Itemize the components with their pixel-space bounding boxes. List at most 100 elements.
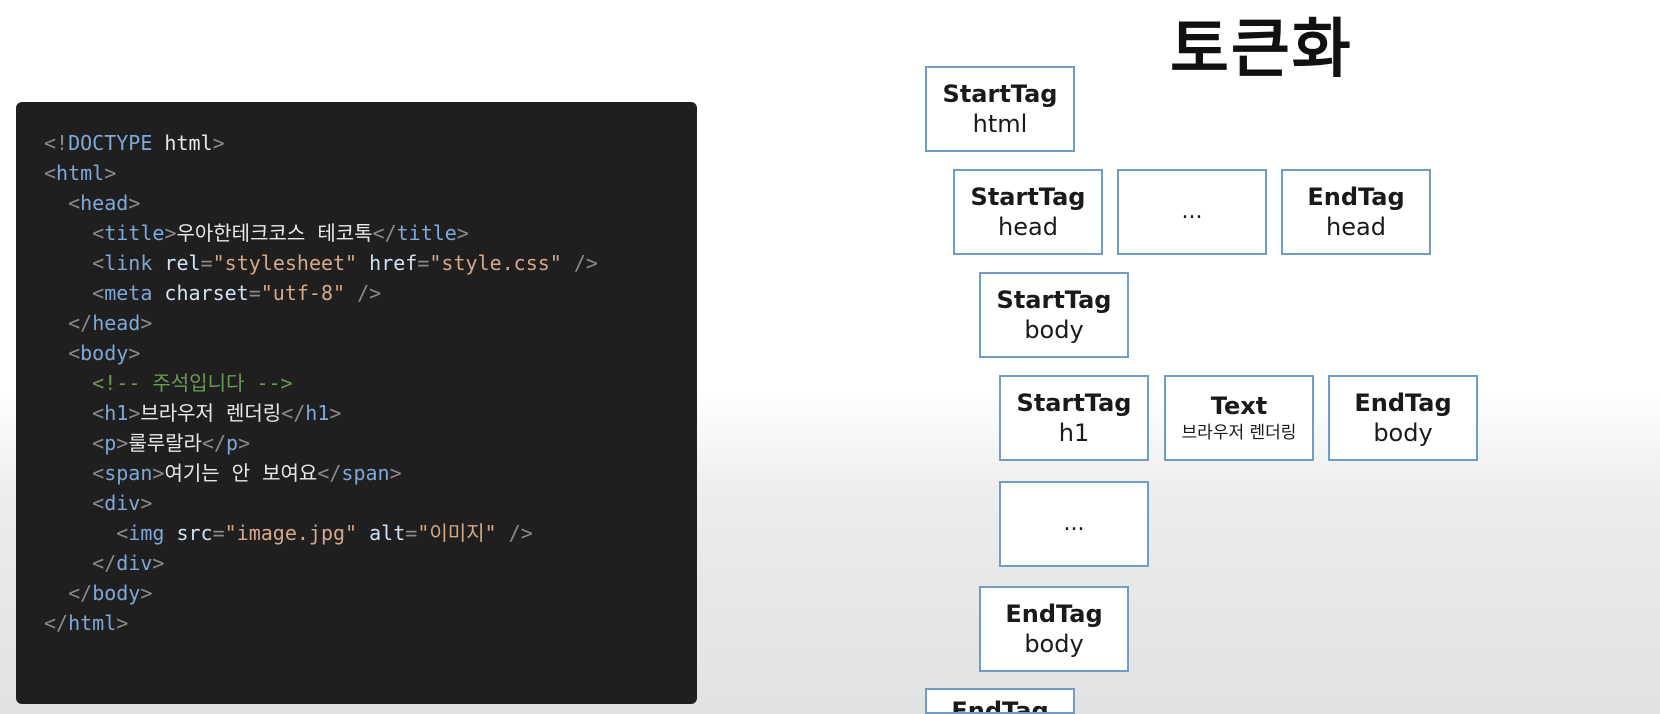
code-token: =	[248, 281, 261, 305]
token-kind: StartTag	[1016, 389, 1132, 417]
token-endtag-body: EndTag body	[979, 586, 1129, 672]
code-token: >	[329, 401, 342, 425]
code-token: "이미지"	[417, 521, 497, 545]
code-token	[44, 221, 92, 245]
code-token: 브라우저 렌더링	[140, 401, 282, 425]
token-kind: ...	[1181, 199, 1203, 224]
code-token: >	[116, 431, 129, 455]
code-token: charset	[152, 281, 249, 305]
token-value: head	[998, 213, 1058, 241]
token-value: body	[1373, 419, 1433, 447]
code-token: html	[56, 161, 105, 185]
code-line: </body>	[44, 578, 598, 608]
code-token: />	[496, 521, 533, 545]
code-line: <title>우아한테크코스 테코톡</title>	[44, 218, 598, 248]
token-kind: ...	[1063, 511, 1085, 536]
token-starttag-body: StartTag body	[979, 272, 1129, 358]
code-panel: <!DOCTYPE html><html> <head> <title>우아한테…	[16, 102, 697, 704]
code-token	[44, 431, 92, 455]
token-value: 브라우저 렌더링	[1181, 423, 1297, 443]
code-token: </	[68, 581, 93, 605]
token-kind: EndTag	[1307, 183, 1405, 211]
code-token: head	[80, 191, 129, 215]
code-line: <span>여기는 안 보여요</span>	[44, 458, 598, 488]
token-starttag-h1: StartTag h1	[999, 375, 1149, 461]
code-token: div	[104, 491, 141, 515]
code-token	[44, 341, 68, 365]
code-token: >	[212, 131, 225, 155]
code-line: <!DOCTYPE html>	[44, 128, 598, 158]
code-token: />	[345, 281, 382, 305]
token-endtag-body: EndTag body	[1328, 375, 1478, 461]
code-token: href	[357, 251, 418, 275]
code-line: <!-- 주석입니다 -->	[44, 368, 598, 398]
diagram-title: 토큰화	[1170, 13, 1353, 87]
code-token	[44, 461, 92, 485]
code-token: <	[92, 401, 105, 425]
token-endtag-html: EndTag	[925, 688, 1075, 714]
code-token: </	[92, 551, 117, 575]
code-token: >	[456, 221, 469, 245]
code-token: </	[317, 461, 342, 485]
token-text: Text 브라우저 렌더링	[1164, 375, 1314, 461]
token-value: body	[1024, 316, 1084, 344]
code-token: title	[104, 221, 165, 245]
token-endtag-head: EndTag head	[1281, 169, 1431, 255]
code-line: <img src="image.jpg" alt="이미지" />	[44, 518, 598, 548]
token-kind: StartTag	[970, 183, 1086, 211]
code-token: h1	[305, 401, 330, 425]
code-line: <p>룰루랄라</p>	[44, 428, 598, 458]
code-token: >	[152, 551, 165, 575]
code-token	[44, 191, 68, 215]
code-line: </head>	[44, 308, 598, 338]
code-token	[44, 311, 68, 335]
code-token	[44, 551, 92, 575]
code-token: "style.css"	[429, 251, 562, 275]
code-token: =	[212, 521, 225, 545]
code-token: DOCTYPE	[68, 131, 153, 155]
code-token	[44, 581, 68, 605]
code-token: >	[164, 221, 177, 245]
code-token: <	[92, 251, 105, 275]
code-line: <meta charset="utf-8" />	[44, 278, 598, 308]
code-token: =	[405, 521, 418, 545]
code-line: <html>	[44, 158, 598, 188]
code-token: =	[200, 251, 213, 275]
code-token: img	[128, 521, 165, 545]
token-kind: StartTag	[942, 80, 1058, 108]
code-token: >	[140, 581, 153, 605]
code-token: span	[341, 461, 390, 485]
code-token: src	[164, 521, 213, 545]
code-token: >	[238, 431, 251, 455]
code-token	[44, 281, 92, 305]
token-value: body	[1024, 630, 1084, 658]
code-token: <	[92, 221, 105, 245]
code-token: head	[92, 311, 141, 335]
code-token: rel	[152, 251, 201, 275]
code-token: 여기는 안 보여요	[164, 461, 318, 485]
html-source-code: <!DOCTYPE html><html> <head> <title>우아한테…	[44, 128, 598, 638]
code-token: p	[226, 431, 239, 455]
code-line: <head>	[44, 188, 598, 218]
code-token: span	[104, 461, 153, 485]
code-token: >	[128, 191, 141, 215]
code-token: <	[44, 161, 57, 185]
code-line: <div>	[44, 488, 598, 518]
code-token: <	[116, 521, 129, 545]
code-token: title	[396, 221, 457, 245]
code-token: </	[372, 221, 397, 245]
code-token: >	[389, 461, 402, 485]
code-token: <	[92, 431, 105, 455]
code-token: >	[104, 161, 117, 185]
code-token: <	[92, 491, 105, 515]
code-token: </	[68, 311, 93, 335]
code-token: <	[68, 341, 81, 365]
code-token: 룰루랄라	[128, 431, 202, 455]
code-token: <	[68, 191, 81, 215]
code-token: 우아한테크코스 테코톡	[176, 221, 373, 245]
code-token: alt	[357, 521, 406, 545]
token-ellipsis: ...	[1117, 169, 1267, 255]
code-token: >	[152, 461, 165, 485]
token-ellipsis: ...	[999, 481, 1149, 567]
token-starttag-head: StartTag head	[953, 169, 1103, 255]
